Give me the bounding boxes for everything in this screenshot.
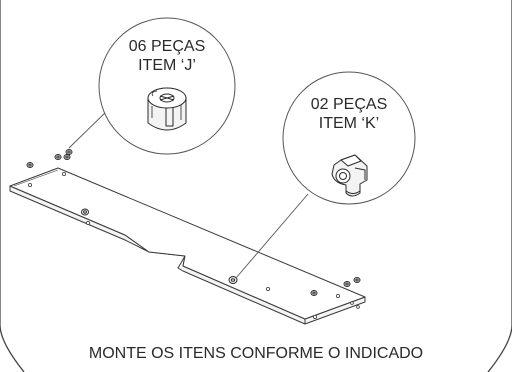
leader-line-j xyxy=(68,107,111,149)
leader-line-k xyxy=(235,193,309,279)
callout-j-item: ITEM ‘J’ xyxy=(138,57,196,74)
callout-circle-j xyxy=(98,17,236,155)
connector-k-icon xyxy=(331,154,368,197)
callout-j-quantity: 06 PEÇAS xyxy=(128,38,206,55)
instruction-caption: MONTE OS ITENS CONFORME O INDICADO xyxy=(88,345,424,362)
cam-lock-icon xyxy=(147,87,187,131)
callout-k-item: ITEM ‘K’ xyxy=(318,115,380,132)
board-holes xyxy=(27,171,360,319)
board-panel xyxy=(9,167,366,325)
callout-k-quantity: 02 PEÇAS xyxy=(310,96,388,113)
callout-circle-k xyxy=(282,71,416,205)
item-k-marker xyxy=(228,276,238,284)
cam-nut-markers xyxy=(26,149,361,296)
